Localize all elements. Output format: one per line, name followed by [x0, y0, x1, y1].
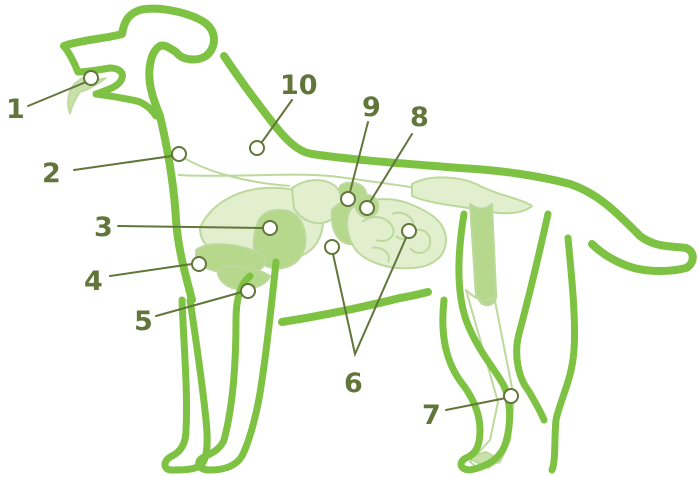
hind-leg-back-outline — [513, 210, 552, 424]
hind-leg-near-outline — [439, 210, 514, 474]
marker-10 — [249, 140, 265, 156]
hind-leg-bones — [465, 289, 515, 469]
marker-1 — [83, 70, 99, 86]
label-8: 8 — [410, 102, 429, 133]
marker-2 — [171, 146, 187, 162]
marker-8 — [359, 200, 375, 216]
marker-7 — [503, 388, 519, 404]
head-outline — [60, 4, 218, 120]
front-leg-back-outline — [161, 296, 211, 474]
leader-line-3 — [117, 225, 263, 229]
leader-line-2 — [73, 155, 173, 171]
leader-line-1 — [27, 81, 87, 107]
marker-4 — [191, 256, 207, 272]
leader-line-7 — [445, 397, 507, 411]
pelvis — [411, 176, 533, 215]
femur — [469, 203, 498, 307]
leader-line-4 — [109, 263, 193, 277]
leader-line-9 — [349, 121, 369, 193]
label-6: 6 — [344, 368, 363, 399]
label-9: 9 — [362, 92, 381, 123]
callouts — [27, 70, 519, 411]
back-outline — [220, 52, 697, 275]
leader-line-6 — [332, 237, 407, 358]
leader-line-10 — [261, 99, 293, 143]
leader-line-8 — [369, 133, 413, 203]
marker-6b — [401, 223, 417, 239]
label-3: 3 — [94, 212, 113, 243]
leader-line-5 — [155, 291, 243, 317]
label-10: 10 — [280, 70, 318, 101]
internal-organs — [174, 151, 533, 469]
marker-6a — [324, 239, 340, 255]
front-leg-near-outline — [195, 258, 280, 474]
label-2: 2 — [42, 158, 61, 189]
marker-9 — [340, 191, 356, 207]
marker-5 — [240, 283, 256, 299]
label-5: 5 — [134, 306, 153, 337]
muzzle-outline — [60, 42, 160, 120]
lower-lung-lobe — [195, 243, 267, 276]
tongue — [67, 77, 107, 115]
number-labels: 1 2 3 4 5 6 7 8 9 10 — [6, 70, 441, 431]
esophagus — [174, 151, 291, 187]
label-1: 1 — [6, 94, 25, 125]
dog-outline — [60, 4, 697, 474]
hind-leg-far-outline — [548, 234, 579, 474]
chest-outline — [156, 112, 196, 304]
label-7: 7 — [422, 400, 441, 431]
belly-outline — [278, 288, 432, 326]
marker-3 — [262, 220, 278, 236]
label-4: 4 — [84, 266, 103, 297]
